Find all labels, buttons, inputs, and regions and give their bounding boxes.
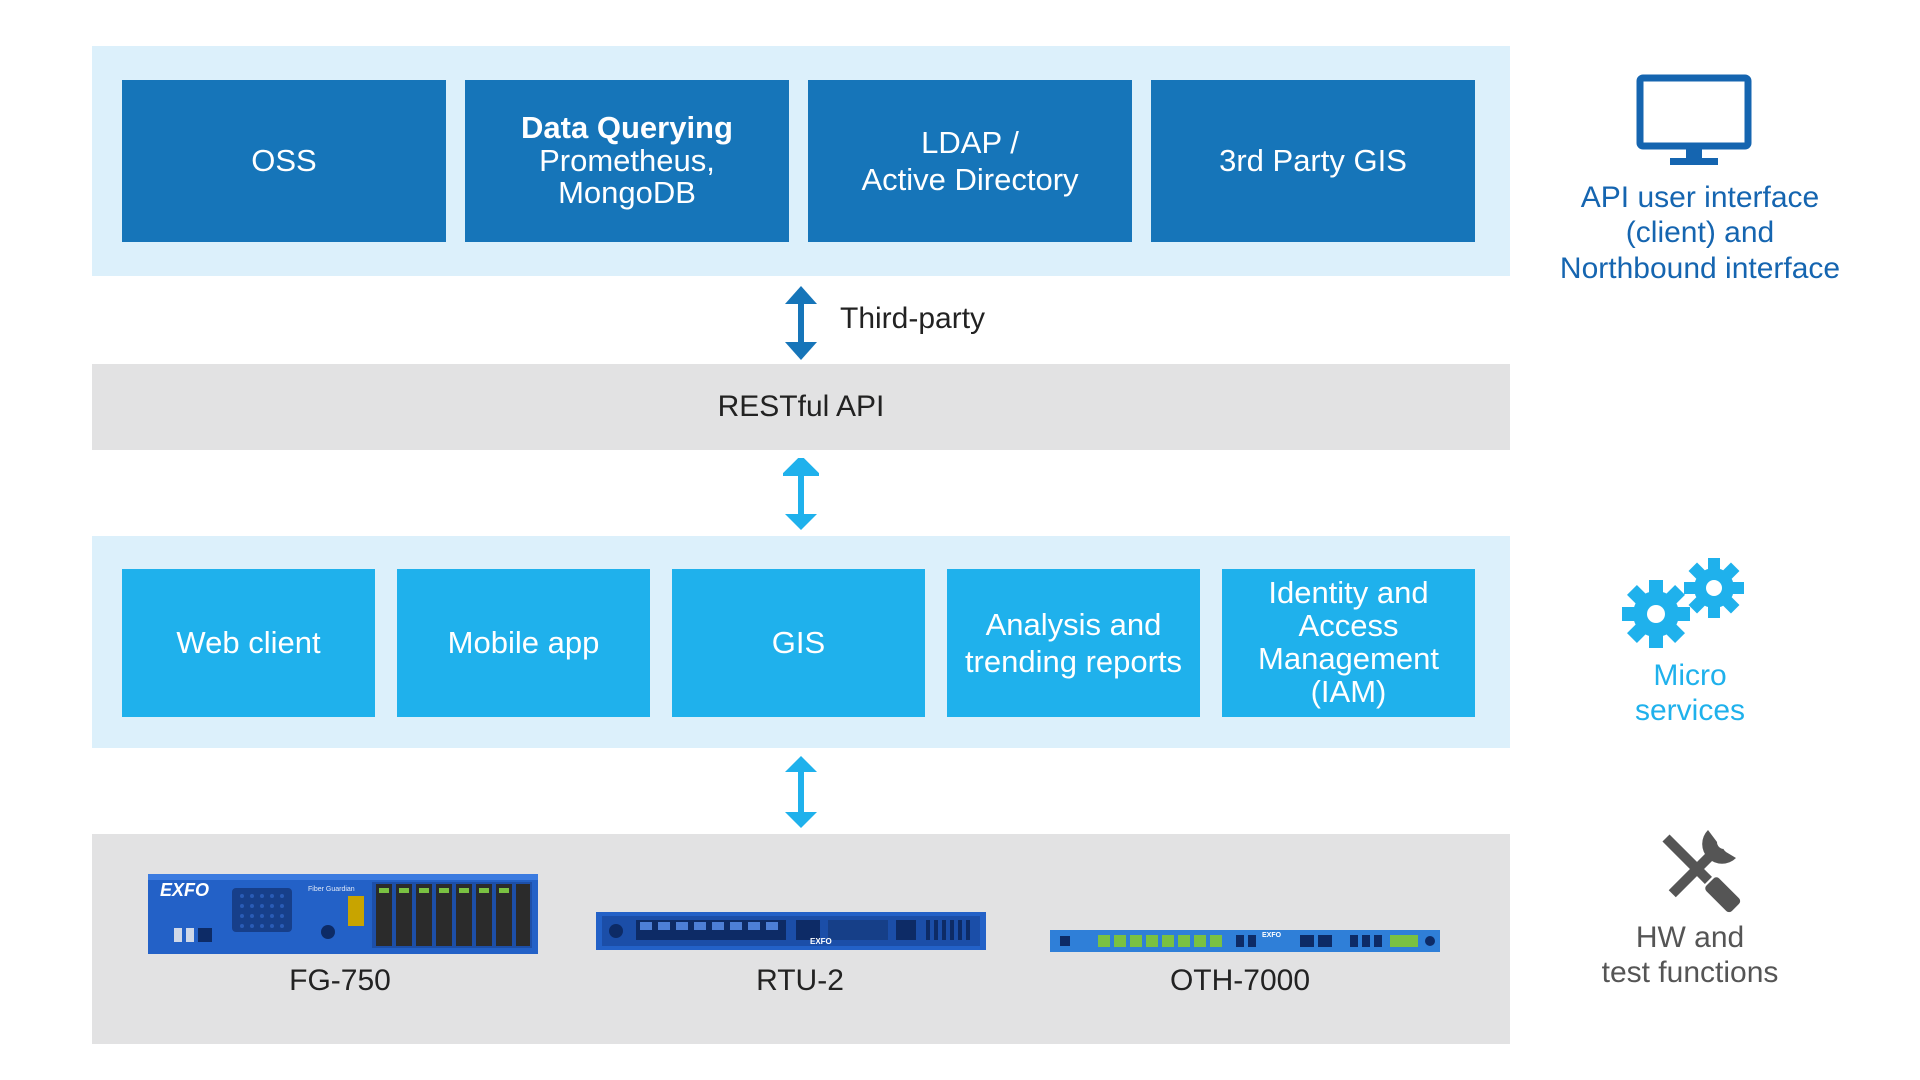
ldap-box: LDAP / Active Directory: [808, 80, 1132, 242]
data-querying-line-2: MongoDB: [558, 175, 696, 211]
iam-line-3: Management: [1258, 641, 1439, 676]
micro-services-label: Micro services: [1634, 659, 1746, 728]
bidirectional-arrow-dark: [785, 286, 817, 360]
third-party-gis-box: 3rd Party GIS: [1151, 80, 1475, 242]
gis-label: GIS: [771, 624, 826, 660]
fg-750-label: FG-750: [289, 964, 391, 997]
oss-box: OSS: [122, 80, 446, 242]
ldap-line-1: LDAP /: [921, 124, 1019, 160]
hw-test-functions-label: HW and test functions: [1601, 921, 1779, 990]
restful-api-label: RESTful API: [717, 390, 885, 423]
oth-7000-device: EXFO: [1050, 930, 1440, 952]
gears-icon: [1622, 558, 1744, 648]
oth-7000-label: OTH-7000: [1169, 964, 1311, 997]
iam-line-4: (IAM): [1310, 673, 1387, 709]
mobile-app-box: Mobile app: [397, 569, 650, 717]
restful-api-layer: RESTful API: [92, 364, 1510, 450]
data-querying-line-1: Prometheus,: [539, 142, 715, 178]
mobile-app-label: Mobile app: [447, 624, 600, 660]
fg-750-brand: EXFO: [160, 880, 210, 900]
third-party-label: Third-party: [840, 302, 986, 335]
web-client-box: Web client: [122, 569, 375, 717]
rtu-2-device: EXFO: [596, 912, 986, 950]
iam-line-2: Access: [1298, 608, 1399, 644]
bidirectional-arrow-light: [783, 458, 819, 530]
iam-box: Identity and Access Management (IAM): [1222, 569, 1475, 717]
fg-750-device-graphic: [148, 874, 538, 954]
fg-750-device: EXFO Fiber Guardian: [148, 874, 538, 954]
monitor-icon: [1636, 74, 1752, 165]
data-querying-box: Data Querying Prometheus, MongoDB: [465, 80, 789, 242]
bidirectional-arrow-light-2: [785, 756, 817, 828]
iam-line-1: Identity and: [1268, 575, 1429, 611]
api-user-interface-label: API user interface (client) and Northbou…: [1559, 181, 1841, 285]
analysis-reports-box: Analysis and trending reports: [947, 569, 1200, 717]
rtu-2-label: RTU-2: [756, 964, 844, 997]
oth-7000-device-graphic: [1050, 930, 1440, 952]
analysis-line-2: trending reports: [964, 644, 1183, 679]
web-client-label: Web client: [176, 624, 321, 660]
rtu-2-device-graphic: [596, 912, 986, 950]
analysis-line-1: Analysis and: [985, 606, 1162, 642]
oth-7000-brand: EXFO: [1262, 932, 1282, 939]
third-party-gis-label: 3rd Party GIS: [1219, 142, 1407, 178]
rtu-2-brand: EXFO: [810, 937, 832, 946]
data-querying-title: Data Querying: [521, 110, 733, 146]
gis-box: GIS: [672, 569, 925, 717]
ldap-line-2: Active Directory: [861, 162, 1079, 197]
fg-750-panel-text: Fiber Guardian: [308, 886, 355, 893]
tools-icon: [1662, 830, 1741, 913]
oss-label: OSS: [251, 142, 317, 178]
